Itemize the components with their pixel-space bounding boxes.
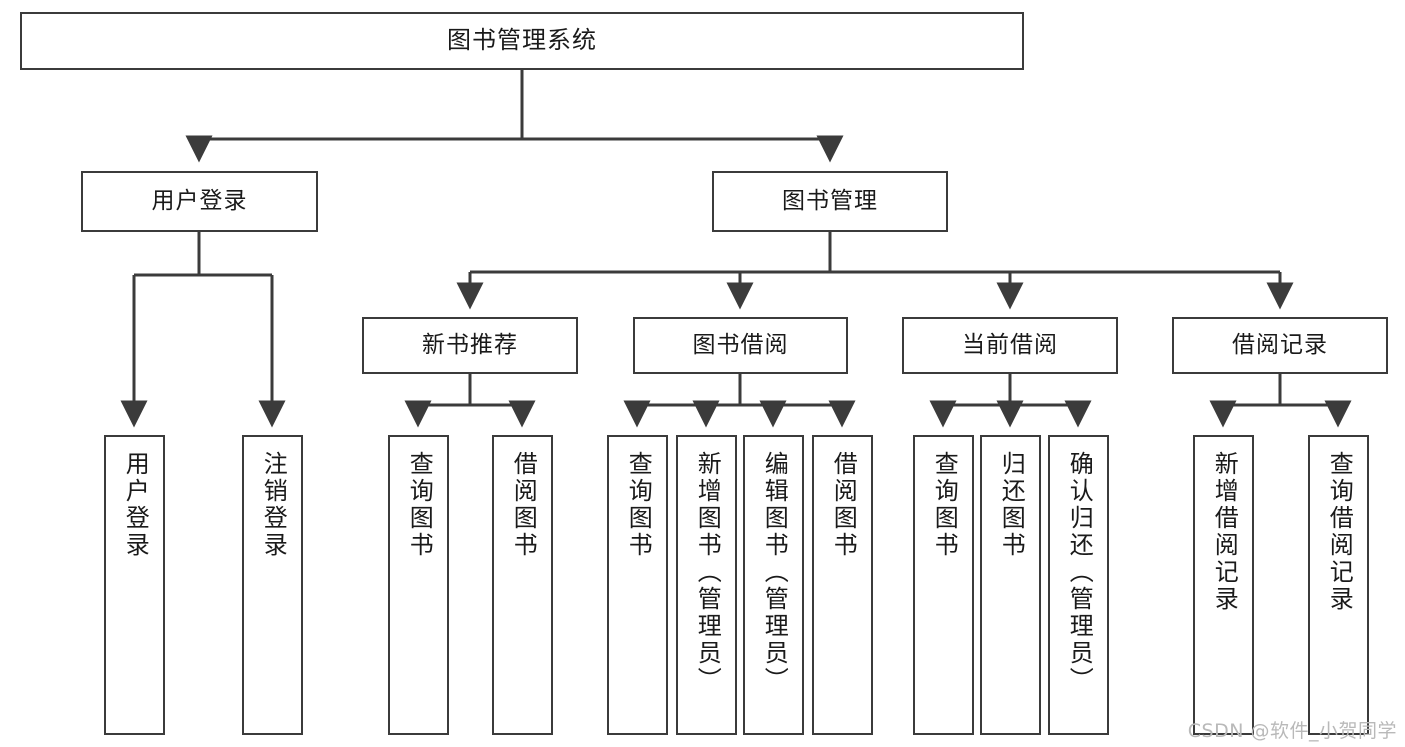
node-label: 借阅图书 [509,451,538,559]
node-label: 图书管理系统 [447,26,597,55]
node-label: 借阅图书 [829,451,858,559]
leaf-current-query-book[interactable]: 查询图书 [913,435,974,735]
node-label: 查询图书 [624,451,653,559]
leaf-borrow-borrow-book[interactable]: 借阅图书 [812,435,873,735]
leaf-borrow-add-book-admin[interactable]: 新增图书（管理员） [676,435,737,735]
node-label: 查询图书 [405,451,434,559]
node-label: 归还图书 [997,451,1026,559]
leaf-recommend-borrow-book[interactable]: 借阅图书 [492,435,553,735]
node-book-management[interactable]: 图书管理 [712,171,948,232]
node-label: 新书推荐 [422,332,518,359]
leaf-user-login-logout[interactable]: 注销登录 [242,435,303,735]
node-label: 新增图书（管理员） [693,451,722,694]
node-label: 借阅记录 [1232,332,1328,359]
node-label: 编辑图书（管理员） [760,451,789,694]
leaf-user-login-login[interactable]: 用户登录 [104,435,165,735]
node-new-book-recommend[interactable]: 新书推荐 [362,317,578,374]
node-borrow-record[interactable]: 借阅记录 [1172,317,1388,374]
node-label: 用户登录 [151,188,248,215]
node-root-system[interactable]: 图书管理系统 [20,12,1024,70]
node-label: 确认归还（管理员） [1065,451,1094,694]
watermark-text: CSDN @软件_小贺同学 [1187,720,1397,742]
node-label: 用户登录 [121,451,150,559]
node-label: 当前借阅 [962,332,1058,359]
node-current-borrow[interactable]: 当前借阅 [902,317,1118,374]
node-label: 查询借阅记录 [1325,451,1354,613]
leaf-current-return-book[interactable]: 归还图书 [980,435,1041,735]
node-label: 新增借阅记录 [1210,451,1239,613]
node-label: 查询图书 [930,451,959,559]
leaf-record-add-record[interactable]: 新增借阅记录 [1193,435,1254,735]
leaf-borrow-edit-book-admin[interactable]: 编辑图书（管理员） [743,435,804,735]
node-label: 注销登录 [259,451,288,559]
node-label: 图书借阅 [692,332,789,359]
leaf-record-query-record[interactable]: 查询借阅记录 [1308,435,1369,735]
node-book-borrow[interactable]: 图书借阅 [633,317,848,374]
leaf-borrow-query-book[interactable]: 查询图书 [607,435,668,735]
node-user-login[interactable]: 用户登录 [81,171,318,232]
leaf-current-confirm-return-admin[interactable]: 确认归还（管理员） [1048,435,1109,735]
leaf-recommend-query-book[interactable]: 查询图书 [388,435,449,735]
node-label: 图书管理 [782,188,878,215]
